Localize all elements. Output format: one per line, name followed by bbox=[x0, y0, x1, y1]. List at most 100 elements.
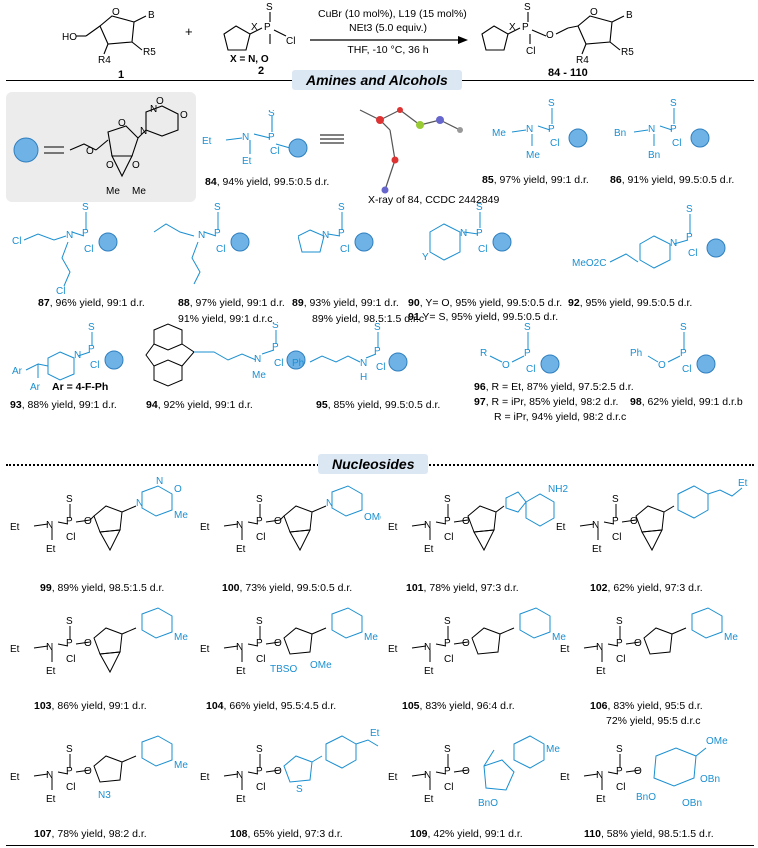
svg-text:Cl: Cl bbox=[526, 46, 535, 57]
svg-text:N: N bbox=[526, 124, 533, 135]
condition-line-3: THF, -10 °C, 36 h bbox=[347, 44, 429, 56]
ring-oxygen: O bbox=[112, 7, 120, 18]
svg-text:R4: R4 bbox=[576, 55, 589, 66]
xray-structure-image bbox=[359, 107, 463, 194]
svg-text:Et: Et bbox=[242, 156, 252, 167]
svg-text:TBSO: TBSO bbox=[270, 664, 297, 675]
svg-text:S: S bbox=[82, 202, 89, 213]
svg-text:P: P bbox=[444, 516, 451, 527]
svg-text:Et: Et bbox=[46, 666, 56, 677]
caption-88: 88, 97% yield, 99:1 d.r. bbox=[178, 297, 285, 309]
svg-text:N: N bbox=[46, 642, 53, 653]
atom-r4: R4 bbox=[98, 55, 111, 66]
svg-text:P: P bbox=[616, 766, 623, 777]
svg-text:P: P bbox=[256, 638, 263, 649]
atom-cl: Cl bbox=[286, 36, 295, 47]
svg-text:Me: Me bbox=[174, 632, 188, 643]
svg-text:P: P bbox=[444, 638, 451, 649]
svg-text:N: N bbox=[46, 520, 53, 531]
svg-text:S: S bbox=[256, 494, 263, 505]
caption-90: 90, Y= O, 95% yield, 99.5:0.5 d.r. bbox=[408, 297, 563, 309]
svg-text:Cl: Cl bbox=[616, 654, 625, 665]
svg-text:Et: Et bbox=[388, 772, 398, 783]
svg-text:Et: Et bbox=[738, 478, 748, 489]
svg-text:N: N bbox=[236, 520, 243, 531]
svg-text:N: N bbox=[198, 230, 205, 241]
sphere-icon bbox=[696, 354, 716, 374]
reactant-1-structure bbox=[76, 15, 147, 55]
svg-text:Me: Me bbox=[364, 632, 378, 643]
svg-text:O: O bbox=[658, 360, 666, 371]
svg-text:Cl: Cl bbox=[270, 146, 279, 157]
svg-text:Et: Et bbox=[236, 794, 246, 805]
svg-text:S: S bbox=[612, 494, 619, 505]
svg-text:O: O bbox=[462, 766, 470, 777]
svg-text:Ar: Ar bbox=[30, 382, 41, 393]
svg-text:Cl: Cl bbox=[550, 138, 559, 149]
svg-text:P: P bbox=[686, 232, 693, 243]
svg-text:P: P bbox=[88, 344, 95, 355]
svg-text:Cl: Cl bbox=[274, 358, 283, 369]
svg-text:O: O bbox=[546, 30, 554, 41]
svg-text:Ph: Ph bbox=[630, 348, 642, 359]
caption-104: 104, 66% yield, 95.5:4.5 d.r. bbox=[206, 700, 337, 712]
caption-88-alt: 91% yield, 99:1 d.r.c bbox=[178, 313, 273, 325]
svg-text:Et: Et bbox=[236, 544, 246, 555]
svg-text:S: S bbox=[256, 616, 263, 627]
svg-text:O: O bbox=[156, 96, 164, 107]
svg-text:Ar: Ar bbox=[12, 366, 23, 377]
svg-text:Cl: Cl bbox=[84, 244, 93, 255]
caption-96: 96, R = Et, 87% yield, 97.5:2.5 d.r. bbox=[474, 381, 634, 393]
svg-text:Y: Y bbox=[422, 252, 429, 263]
svg-text:S: S bbox=[256, 744, 263, 755]
svg-text:Et: Et bbox=[10, 772, 20, 783]
svg-text:P: P bbox=[680, 348, 687, 359]
svg-text:O: O bbox=[84, 766, 92, 777]
sphere-icon bbox=[706, 238, 726, 258]
svg-text:N: N bbox=[254, 354, 261, 365]
svg-text:S: S bbox=[444, 744, 451, 755]
svg-text:P: P bbox=[338, 228, 345, 239]
svg-text:R5: R5 bbox=[621, 47, 634, 58]
sphere-icon bbox=[288, 138, 308, 158]
svg-text:Et: Et bbox=[596, 794, 606, 805]
svg-text:B: B bbox=[626, 10, 633, 21]
svg-text:Et: Et bbox=[388, 522, 398, 533]
caption-103: 103, 86% yield, 99:1 d.r. bbox=[34, 700, 147, 712]
svg-text:P: P bbox=[256, 516, 263, 527]
svg-text:S: S bbox=[444, 494, 451, 505]
svg-text:Cl: Cl bbox=[66, 654, 75, 665]
svg-text:S: S bbox=[214, 202, 221, 213]
svg-text:Et: Et bbox=[596, 666, 606, 677]
svg-text:X: X bbox=[509, 22, 516, 33]
svg-text:N: N bbox=[136, 498, 143, 509]
svg-text:O: O bbox=[274, 516, 282, 527]
svg-text:OBn: OBn bbox=[700, 774, 720, 785]
caption-97-alt: R = iPr, 94% yield, 98:2 d.r.c bbox=[494, 411, 627, 423]
svg-text:Et: Et bbox=[200, 644, 210, 655]
section-header-amines: Amines and Alcohols bbox=[292, 70, 462, 90]
sphere-icon bbox=[354, 232, 374, 252]
svg-text:N: N bbox=[66, 230, 73, 241]
svg-text:S: S bbox=[524, 322, 531, 333]
svg-text:P: P bbox=[66, 516, 73, 527]
svg-text:P: P bbox=[66, 638, 73, 649]
svg-text:Cl: Cl bbox=[216, 244, 225, 255]
svg-text:Me: Me bbox=[174, 760, 188, 771]
caption-97: 97, R = iPr, 85% yield, 98:2 d.r. bbox=[474, 396, 619, 408]
sphere-icon bbox=[388, 352, 408, 372]
svg-text:N: N bbox=[326, 498, 333, 509]
svg-text:Cl: Cl bbox=[376, 362, 385, 373]
svg-text:Cl: Cl bbox=[90, 360, 99, 371]
svg-text:S: S bbox=[66, 616, 73, 627]
svg-text:Cl: Cl bbox=[66, 782, 75, 793]
svg-text:Me: Me bbox=[546, 744, 560, 755]
svg-text:OMe: OMe bbox=[706, 736, 728, 747]
